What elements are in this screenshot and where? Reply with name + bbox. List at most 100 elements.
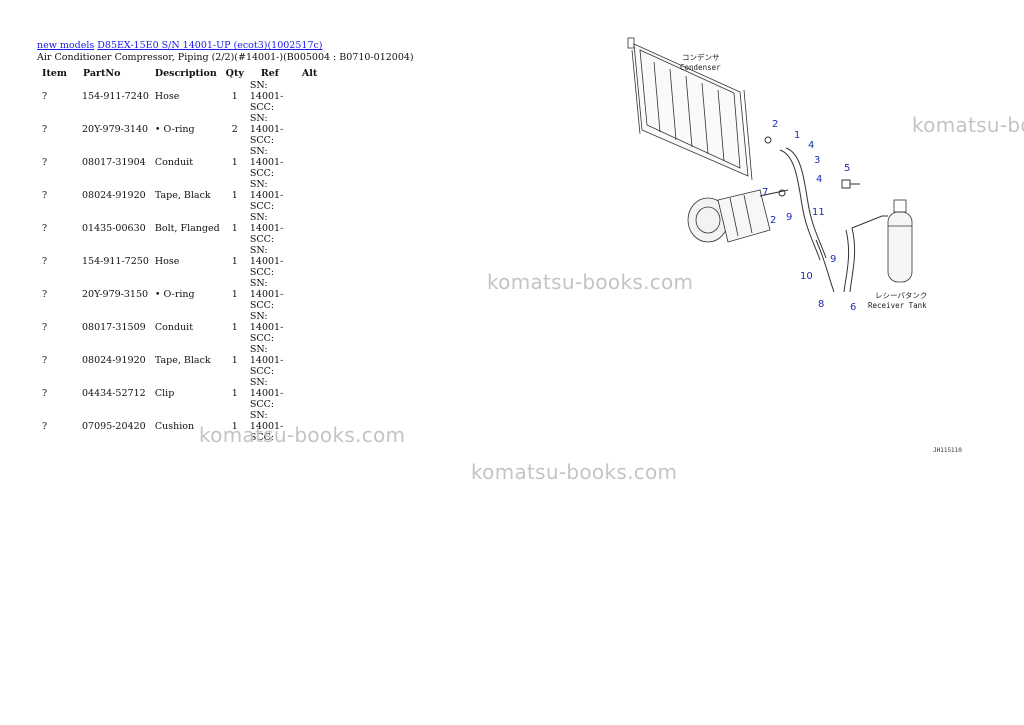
cell-item: ?	[42, 256, 48, 267]
cell-description: Cushion	[154, 421, 195, 432]
cell-qty: 1	[231, 223, 238, 234]
watermark: komatsu-books.com	[471, 460, 678, 484]
cell-description: Bolt, Flanged	[154, 223, 220, 234]
breadcrumb-link-model[interactable]: D85EX-15E0 S/N 14001-UP (ecot3)(1002517c…	[97, 40, 323, 51]
table-row: ? 154-911-7240 Hose 1 SN: 14001-SCC:	[36, 80, 320, 113]
table-row: ? 08024-91920 Tape, Black 1 SN: 14001-SCC:	[36, 344, 320, 377]
breadcrumb-link-new-models[interactable]: new models	[37, 40, 95, 51]
cell-description: Tape, Black	[154, 355, 211, 366]
cell-ref: SN: 14001-SCC:	[249, 146, 284, 179]
callout-number: 4	[808, 140, 814, 151]
condenser-en-label: Condenser	[680, 63, 721, 72]
callout-number: 11	[812, 207, 825, 218]
drawing-code: JH115110	[933, 447, 962, 454]
cell-alt	[299, 278, 320, 311]
cell-description: Hose	[154, 256, 180, 267]
cell-ref: SN: 14001-SCC:	[249, 377, 284, 410]
cell-ref: SN: 14001-SCC:	[249, 80, 284, 113]
cell-alt	[299, 113, 320, 146]
cell-item: ?	[42, 355, 48, 366]
cell-partno: 20Y-979-3140	[82, 124, 149, 135]
cell-partno: 08024-91920	[82, 355, 146, 366]
cell-partno: 01435-00630	[82, 223, 146, 234]
callout-number: 1	[794, 130, 800, 141]
cell-item: ?	[42, 190, 48, 201]
page-subtitle: Air Conditioner Compressor, Piping (2/2)…	[37, 52, 414, 63]
callout-number: 10	[800, 271, 813, 282]
cell-ref: SN: 14001-SCC:	[249, 113, 284, 146]
cell-description: Hose	[154, 91, 180, 102]
cell-item: ?	[42, 289, 48, 300]
parts-table: Item PartNo Description Qty Ref Alt ?154…	[36, 66, 320, 444]
cell-ref: SN: 14001-SCC:	[249, 245, 284, 278]
cell-alt	[299, 146, 320, 179]
header-qty: Qty	[225, 67, 244, 79]
cell-ref: SN: 14001-SCC:	[249, 278, 284, 311]
cell-partno: 08017-31904	[82, 157, 146, 168]
cell-partno: 154-911-7240	[82, 91, 149, 102]
cell-qty: 1	[231, 388, 238, 399]
cell-ref: SN: 14001-SCC:	[249, 410, 284, 443]
cell-qty: 1	[231, 355, 238, 366]
breadcrumb: new models D85EX-15E0 S/N 14001-UP (ecot…	[37, 40, 323, 51]
cell-description: Clip	[154, 388, 175, 399]
receiver-jp-label: レシーバタンク	[875, 291, 927, 300]
cell-qty: 1	[231, 157, 238, 168]
header-item: Item	[42, 67, 67, 79]
callout-number: 9	[786, 212, 792, 223]
cell-partno: 04434-52712	[82, 388, 146, 399]
cell-partno: 07095-20420	[82, 421, 146, 432]
table-row: ? 07095-20420 Cushion 1 SN: 14001-SCC:	[36, 410, 320, 443]
callout-number: 8	[818, 299, 824, 310]
cell-ref: SN: 14001-SCC:	[249, 311, 284, 344]
compressor-drawing	[687, 189, 771, 243]
watermark: komatsu-books.com	[912, 113, 1024, 137]
callout-number: 3	[814, 155, 820, 166]
callout-number: 5	[844, 163, 850, 174]
callout-number: 2	[772, 119, 778, 130]
table-header-row: Item PartNo Description Qty Ref Alt	[36, 66, 320, 80]
header-description: Description	[154, 67, 217, 79]
cell-item: ?	[42, 124, 48, 135]
cell-alt	[299, 179, 320, 212]
cell-description: • O-ring	[154, 289, 195, 300]
callout-number: 7	[762, 187, 768, 198]
cell-ref: SN: 14001-SCC:	[249, 179, 284, 212]
cell-qty: 2	[231, 124, 238, 135]
cell-partno: 08024-91920	[82, 190, 146, 201]
header-ref: Ref	[260, 67, 279, 79]
cell-ref: SN: 14001-SCC:	[249, 212, 284, 245]
callout-number: 9	[830, 254, 836, 265]
cell-partno: 08017-31509	[82, 322, 146, 333]
callout-number: 4	[816, 174, 822, 185]
cell-item: ?	[42, 322, 48, 333]
cell-partno: 20Y-979-3150	[82, 289, 149, 300]
receiver-en-label: Receiver Tank	[868, 301, 927, 310]
cell-description: Conduit	[154, 157, 194, 168]
cell-alt	[299, 80, 320, 113]
hose-assembly	[759, 136, 888, 293]
table-row: ? 04434-52712 Clip 1 SN: 14001-SCC:	[36, 377, 320, 410]
condenser-jp-label: コンデンサ	[682, 52, 720, 62]
cell-qty: 1	[231, 91, 238, 102]
watermark: komatsu-books.com	[487, 270, 694, 294]
cell-qty: 1	[231, 190, 238, 201]
cell-alt	[299, 377, 320, 410]
watermark: komatsu-books.com	[199, 423, 406, 447]
parts-diagram: コンデンサ Condenser レシーバタンク Receiver Tank 2 …	[627, 37, 927, 313]
cell-ref: SN: 14001-SCC:	[249, 344, 284, 377]
cell-item: ?	[42, 421, 48, 432]
cell-description: Conduit	[154, 322, 194, 333]
cell-alt	[299, 344, 320, 377]
cell-item: ?	[42, 91, 48, 102]
callout-number: 2	[770, 215, 776, 226]
cell-qty: 1	[231, 421, 238, 432]
header-alt: Alt	[301, 67, 318, 79]
cell-item: ?	[42, 388, 48, 399]
